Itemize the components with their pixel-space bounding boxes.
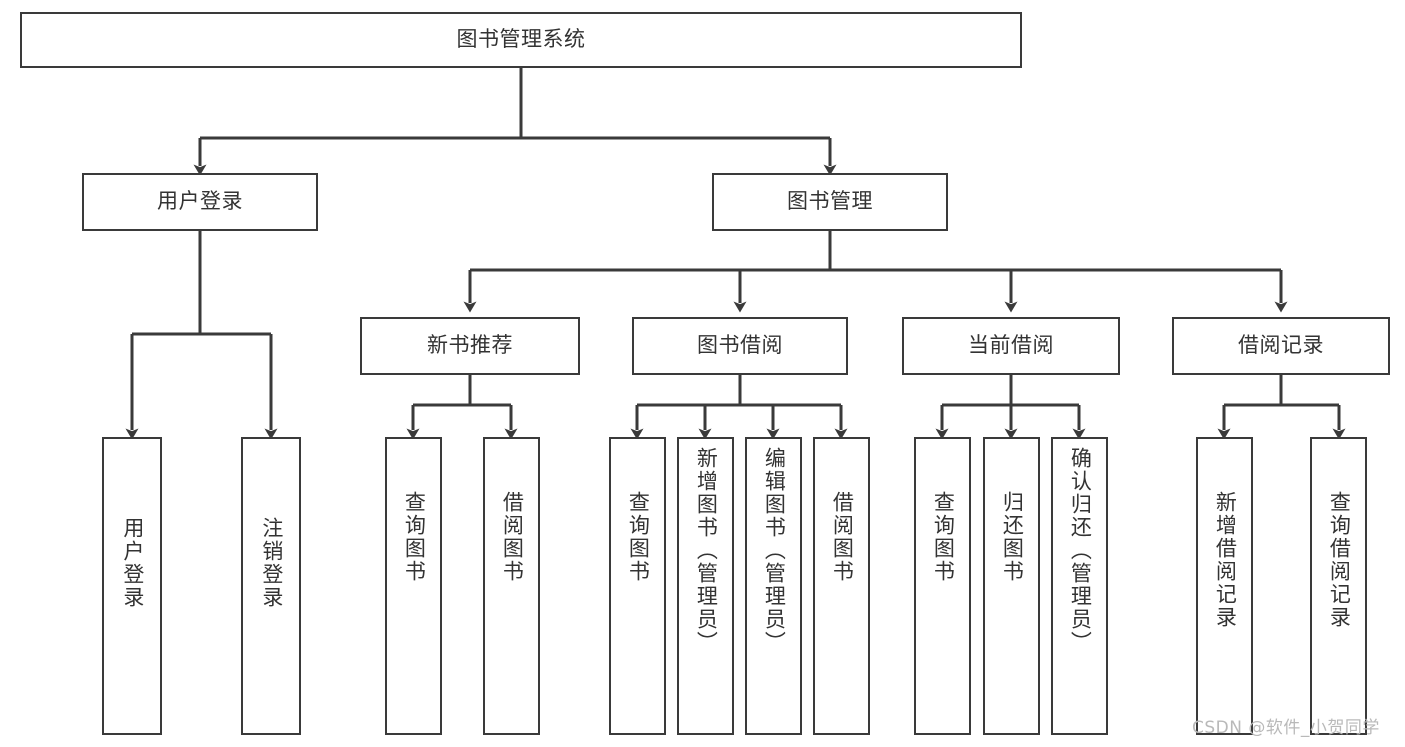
- node-leaf-user-logout-label: 注销登录: [259, 517, 284, 609]
- node-leaf-add-record-label: 新增借阅记录: [1213, 491, 1238, 629]
- node-user-login-label: 用户登录: [157, 189, 243, 214]
- node-leaf-query-record-label: 查询借阅记录: [1327, 491, 1352, 629]
- node-leaf-query-book-2[interactable]: 查询图书: [609, 437, 666, 735]
- node-leaf-edit-book-label: 编辑图书（管理员）: [762, 447, 787, 654]
- node-new-book-recommend-label: 新书推荐: [427, 333, 513, 358]
- node-leaf-borrow-book-2[interactable]: 借阅图书: [813, 437, 870, 735]
- node-leaf-return-book[interactable]: 归还图书: [983, 437, 1040, 735]
- node-current-borrow[interactable]: 当前借阅: [902, 317, 1120, 375]
- node-book-manage-label: 图书管理: [787, 189, 873, 214]
- node-leaf-borrow-book-2-label: 借阅图书: [830, 491, 855, 583]
- node-leaf-query-book-2-label: 查询图书: [626, 491, 651, 583]
- node-leaf-query-book-1-label: 查询图书: [402, 491, 427, 583]
- node-root-label: 图书管理系统: [456, 27, 586, 52]
- node-root[interactable]: 图书管理系统: [20, 12, 1022, 68]
- node-leaf-user-login-label: 用户登录: [120, 517, 145, 609]
- node-leaf-user-login[interactable]: 用户登录: [102, 437, 162, 735]
- node-borrow-record-label: 借阅记录: [1238, 333, 1324, 358]
- node-leaf-query-book-1[interactable]: 查询图书: [385, 437, 442, 735]
- node-user-login[interactable]: 用户登录: [82, 173, 318, 231]
- node-leaf-add-record[interactable]: 新增借阅记录: [1196, 437, 1253, 735]
- node-leaf-user-logout[interactable]: 注销登录: [241, 437, 301, 735]
- node-leaf-confirm-return[interactable]: 确认归还（管理员）: [1051, 437, 1108, 735]
- node-leaf-add-book[interactable]: 新增图书（管理员）: [677, 437, 734, 735]
- node-borrow-record[interactable]: 借阅记录: [1172, 317, 1390, 375]
- node-leaf-query-book-3-label: 查询图书: [931, 491, 956, 583]
- node-leaf-borrow-book-1[interactable]: 借阅图书: [483, 437, 540, 735]
- node-leaf-edit-book[interactable]: 编辑图书（管理员）: [745, 437, 802, 735]
- node-new-book-recommend[interactable]: 新书推荐: [360, 317, 580, 375]
- node-leaf-return-book-label: 归还图书: [1000, 491, 1025, 583]
- node-book-borrow-label: 图书借阅: [697, 333, 783, 358]
- csdn-watermark: CSDN @软件_小贺同学: [1192, 718, 1380, 738]
- node-current-borrow-label: 当前借阅: [968, 333, 1054, 358]
- node-leaf-query-record[interactable]: 查询借阅记录: [1310, 437, 1367, 735]
- node-leaf-query-book-3[interactable]: 查询图书: [914, 437, 971, 735]
- node-leaf-confirm-return-label: 确认归还（管理员）: [1068, 447, 1093, 654]
- node-book-borrow[interactable]: 图书借阅: [632, 317, 848, 375]
- node-leaf-add-book-label: 新增图书（管理员）: [694, 447, 719, 654]
- node-book-manage[interactable]: 图书管理: [712, 173, 948, 231]
- node-leaf-borrow-book-1-label: 借阅图书: [500, 491, 525, 583]
